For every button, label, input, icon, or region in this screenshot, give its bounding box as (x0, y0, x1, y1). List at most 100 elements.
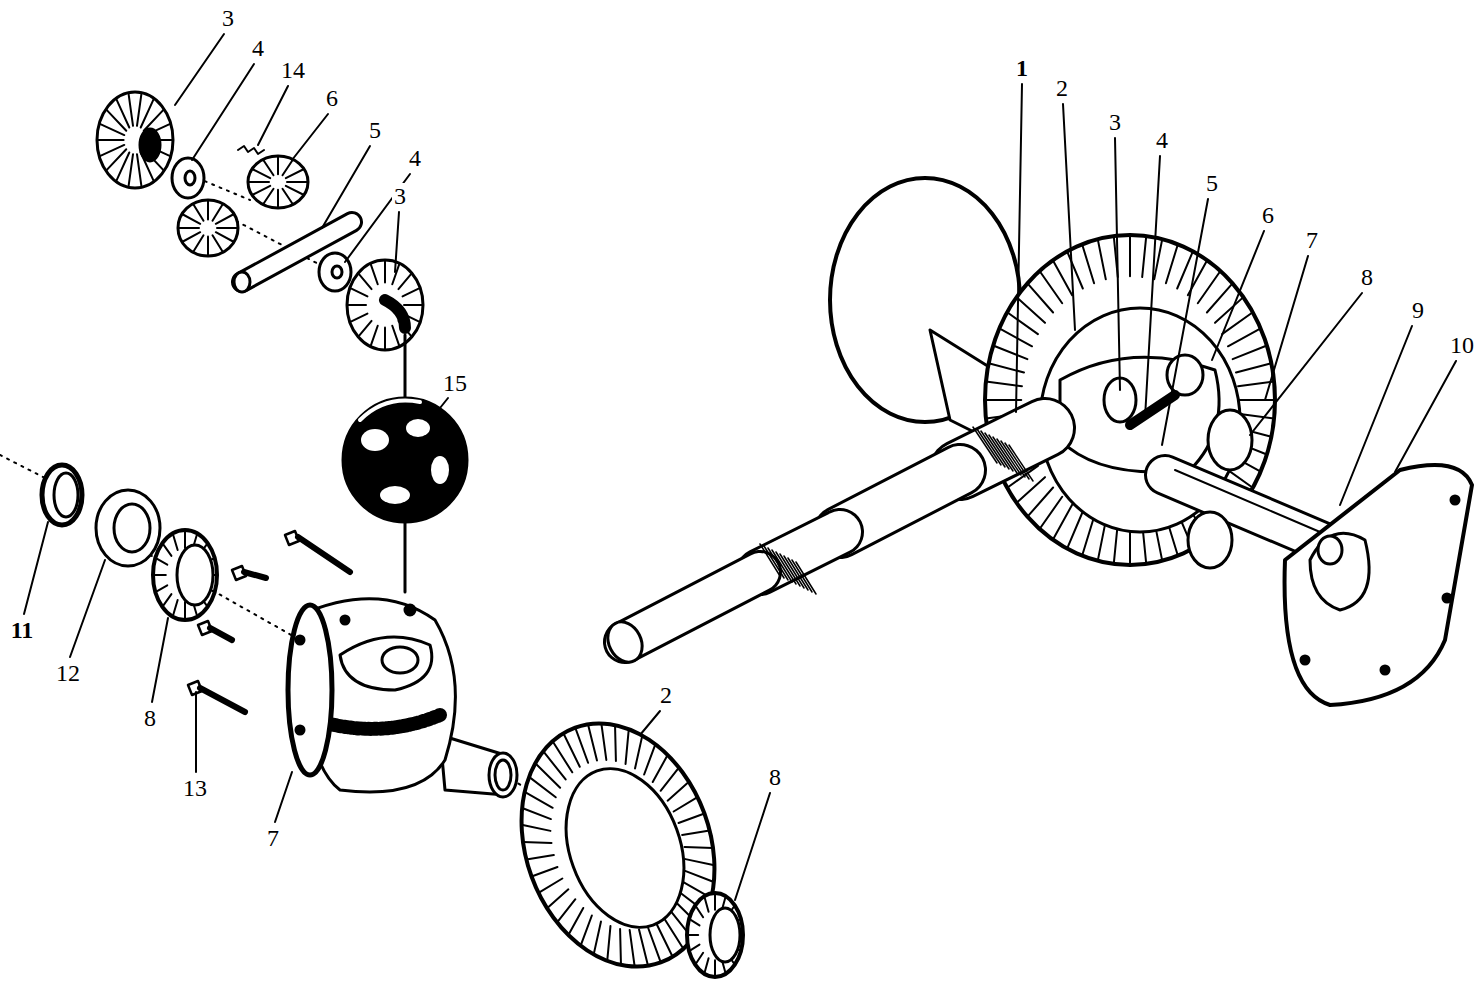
illustration-part (263, 189, 274, 205)
illustration-part (432, 398, 448, 418)
callout-number: 8 (767, 764, 783, 790)
illustration-part (70, 560, 105, 657)
illustration-part (162, 594, 171, 607)
illustration-part (1285, 465, 1472, 705)
illustration-part (153, 530, 217, 620)
illustration-part (385, 300, 405, 328)
illustration-part (1016, 84, 1022, 412)
illustration-part (403, 288, 421, 297)
illustration-part (656, 923, 672, 957)
callout-number: 3 (1107, 109, 1123, 135)
illustration-part (607, 926, 610, 961)
differential-case (288, 599, 517, 797)
illustration-part (343, 398, 467, 522)
illustration-part (137, 93, 142, 126)
illustration-part (1027, 283, 1053, 312)
illustration-part (1115, 138, 1120, 390)
illustration-part (1067, 251, 1083, 288)
ring-gear (489, 696, 747, 989)
illustration-part (24, 522, 48, 614)
illustration-part (1040, 497, 1063, 529)
illustration-part (207, 200, 209, 220)
illustration-part (275, 772, 292, 822)
illustration-part (384, 260, 386, 283)
illustration-part (1250, 293, 1362, 435)
callout-number: 9 (1410, 297, 1426, 323)
lock-pin (238, 146, 264, 154)
illustration-part (392, 326, 399, 347)
illustration-part (277, 156, 279, 174)
illustration-part (296, 726, 304, 734)
illustration-part (1053, 260, 1072, 295)
illustration-part (768, 548, 788, 580)
illustration-part (557, 899, 575, 922)
illustration-part (601, 723, 606, 759)
illustration-part (1098, 239, 1106, 279)
illustration-part (216, 232, 234, 242)
illustration-part (195, 692, 197, 772)
illustration-part (764, 546, 784, 578)
illustration-part (248, 156, 308, 208)
illustration-part (668, 782, 689, 801)
illustration-part (1395, 361, 1456, 472)
illustration-part (322, 146, 370, 228)
illustration-part (1001, 441, 1025, 477)
illustration-part (358, 273, 371, 289)
illustration-part (594, 922, 601, 955)
illustration-part (685, 859, 714, 865)
illustration-part (776, 552, 796, 584)
callout-number: 5 (367, 117, 383, 143)
illustration-part (350, 288, 368, 297)
illustration-part (684, 846, 712, 849)
illustration-part (178, 227, 199, 229)
illustration-part (1265, 256, 1308, 400)
illustration-part (674, 797, 698, 811)
illustration-part (234, 272, 250, 292)
illustration-part (1098, 521, 1106, 561)
illustration-part (639, 930, 648, 966)
illustration-part (563, 733, 579, 767)
illustration-part (283, 159, 294, 175)
illustration-part (993, 346, 1027, 360)
illustration-part (406, 419, 430, 437)
illustration-part (714, 893, 716, 910)
illustration-part (1310, 533, 1369, 610)
illustration-part (588, 724, 597, 760)
illustration-part (97, 139, 124, 141)
illustration-part (1017, 477, 1045, 503)
illustration-part (1228, 328, 1261, 346)
illustration-part (286, 186, 304, 195)
illustration-part (635, 736, 642, 769)
illustration-part (332, 266, 342, 278)
illustration-part (1145, 156, 1160, 418)
illustration-part (1443, 594, 1451, 602)
illustration-part (1166, 244, 1178, 283)
illustration-part (207, 236, 209, 256)
callout-number: 10 (1448, 332, 1476, 358)
illustration-part (283, 189, 294, 205)
illustration-part (1040, 271, 1063, 303)
illustration-part (1129, 235, 1131, 276)
callout-number: 8 (1359, 264, 1375, 290)
illustration-part (347, 260, 423, 350)
illustration-part (182, 214, 200, 224)
illustration-part (380, 486, 410, 504)
illustration-part (772, 550, 792, 582)
illustration-part (704, 958, 708, 974)
illustration-part (1053, 505, 1072, 540)
illustration-part (128, 93, 133, 126)
spherical-washer (343, 398, 467, 522)
callout-number: 4 (407, 145, 423, 171)
illustration-part (687, 893, 743, 977)
illustration-part (184, 602, 186, 620)
illustration-part (545, 752, 704, 944)
callout-number: 6 (324, 85, 340, 111)
illustration-part (661, 768, 679, 791)
illustration-part (687, 893, 743, 977)
illustration-part (1082, 517, 1094, 556)
illustration-part (685, 871, 714, 882)
leader-line (24, 34, 1456, 900)
callout-number: 4 (250, 35, 266, 61)
illustration-part (526, 855, 553, 859)
illustration-part (153, 530, 217, 620)
